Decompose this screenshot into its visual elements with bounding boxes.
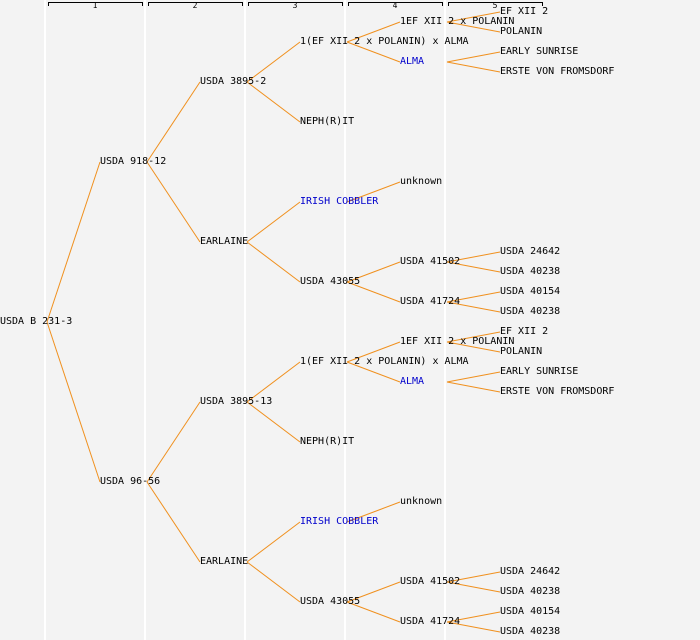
pedigree-link-line <box>446 611 501 623</box>
generation-bracket <box>348 2 443 6</box>
pedigree-link-line <box>346 581 401 603</box>
pedigree-node: 1(EF XII 2 x POLANIN) x ALMA <box>300 36 469 47</box>
pedigree-node: ERSTE VON FROMSDORF <box>500 386 615 397</box>
generation-bracket <box>448 2 543 6</box>
generation-divider <box>244 0 246 640</box>
pedigree-link-line <box>346 21 401 43</box>
generation-label: 2 <box>192 1 198 10</box>
pedigree-node-link[interactable]: IRISH COBBLER <box>300 516 379 527</box>
pedigree-link-line <box>46 161 101 323</box>
pedigree-node: USDA 43055 <box>300 596 361 607</box>
pedigree-link-line <box>346 501 401 523</box>
pedigree-link-line <box>446 371 501 383</box>
pedigree-node: EF XII 2 <box>500 6 549 17</box>
pedigree-link-line <box>346 601 401 623</box>
pedigree-link-line <box>346 281 401 303</box>
pedigree-link-line <box>246 401 301 443</box>
pedigree-node: USDA 40238 <box>500 306 561 317</box>
pedigree-node: NEPH(R)IT <box>300 116 355 127</box>
pedigree-node: USDA 40238 <box>500 626 561 637</box>
pedigree-node: EARLY SUNRISE <box>500 46 579 57</box>
pedigree-node: EARLY SUNRISE <box>500 366 579 377</box>
pedigree-node: unknown <box>400 176 443 187</box>
pedigree-link-line <box>246 561 301 603</box>
pedigree-link-line <box>46 321 101 483</box>
pedigree-node: NEPH(R)IT <box>300 436 355 447</box>
pedigree-link-line <box>346 361 401 383</box>
generation-divider <box>444 0 446 640</box>
pedigree-node: USDA 40154 <box>500 286 561 297</box>
pedigree-link-line <box>446 11 501 23</box>
generation-bracket <box>48 2 143 6</box>
pedigree-node: USDA 40238 <box>500 586 561 597</box>
pedigree-node: USDA 41502 <box>400 576 461 587</box>
pedigree-link-line <box>146 481 201 563</box>
pedigree-node: USDA 24642 <box>500 246 561 257</box>
pedigree-link-line <box>446 61 501 73</box>
pedigree-link-line <box>446 291 501 303</box>
pedigree-node: USDA 24642 <box>500 566 561 577</box>
generation-divider <box>144 0 146 640</box>
generation-divider <box>344 0 346 640</box>
pedigree-link-line <box>246 521 301 563</box>
pedigree-link-line <box>446 331 501 343</box>
pedigree-node: USDA B 231-3 <box>0 316 73 327</box>
pedigree-link-line <box>146 81 201 163</box>
pedigree-link-line <box>446 301 501 313</box>
pedigree-node: USDA 41724 <box>400 296 461 307</box>
pedigree-link-line <box>446 251 501 263</box>
pedigree-link-line <box>346 181 401 203</box>
pedigree-link-line <box>346 261 401 283</box>
generation-bracket <box>148 2 243 6</box>
pedigree-node: USDA 40238 <box>500 266 561 277</box>
pedigree-link-line <box>346 341 401 363</box>
pedigree-node: USDA 43055 <box>300 276 361 287</box>
pedigree-link-line <box>446 341 501 353</box>
pedigree-node-link[interactable]: IRISH COBBLER <box>300 196 379 207</box>
pedigree-node: POLANIN <box>500 346 543 357</box>
pedigree-node-link[interactable]: ALMA <box>400 56 425 67</box>
pedigree-node: 1EF XII 2 x POLANIN <box>400 336 515 347</box>
pedigree-node: unknown <box>400 496 443 507</box>
pedigree-node: USDA 41724 <box>400 616 461 627</box>
pedigree-node: USDA 40154 <box>500 606 561 617</box>
pedigree-link-line <box>246 81 301 123</box>
pedigree-link-line <box>446 51 501 63</box>
generation-bracket <box>248 2 343 6</box>
pedigree-link-line <box>446 261 501 273</box>
generation-label: 3 <box>292 1 298 10</box>
pedigree-node-link[interactable]: ALMA <box>400 376 425 387</box>
pedigree-node: POLANIN <box>500 26 543 37</box>
pedigree-link-line <box>246 201 301 243</box>
pedigree-node: EF XII 2 <box>500 326 549 337</box>
pedigree-link-line <box>146 161 201 243</box>
generation-label: 5 <box>492 1 498 10</box>
pedigree-link-line <box>246 41 301 83</box>
generation-label: 4 <box>392 1 398 10</box>
pedigree-link-line <box>246 241 301 283</box>
pedigree-node: ERSTE VON FROMSDORF <box>500 66 615 77</box>
pedigree-node: USDA 96-56 <box>100 476 161 487</box>
pedigree-link-line <box>146 401 201 483</box>
pedigree-link-line <box>446 621 501 633</box>
generation-label: 1 <box>92 1 98 10</box>
pedigree-link-line <box>446 581 501 593</box>
pedigree-node: 1EF XII 2 x POLANIN <box>400 16 515 27</box>
pedigree-node: USDA 918-12 <box>100 156 167 167</box>
pedigree-node: EARLAINE <box>200 556 249 567</box>
pedigree-node: 1(EF XII 2 x POLANIN) x ALMA <box>300 356 469 367</box>
pedigree-link-line <box>446 21 501 33</box>
pedigree-link-line <box>446 381 501 393</box>
pedigree-node: USDA 3895-13 <box>200 396 273 407</box>
pedigree-link-line <box>446 571 501 583</box>
generation-divider <box>44 0 46 640</box>
pedigree-link-line <box>346 41 401 63</box>
pedigree-link-line <box>246 361 301 403</box>
pedigree-node: USDA 41502 <box>400 256 461 267</box>
pedigree-node: EARLAINE <box>200 236 249 247</box>
pedigree-node: USDA 3895-2 <box>200 76 267 87</box>
